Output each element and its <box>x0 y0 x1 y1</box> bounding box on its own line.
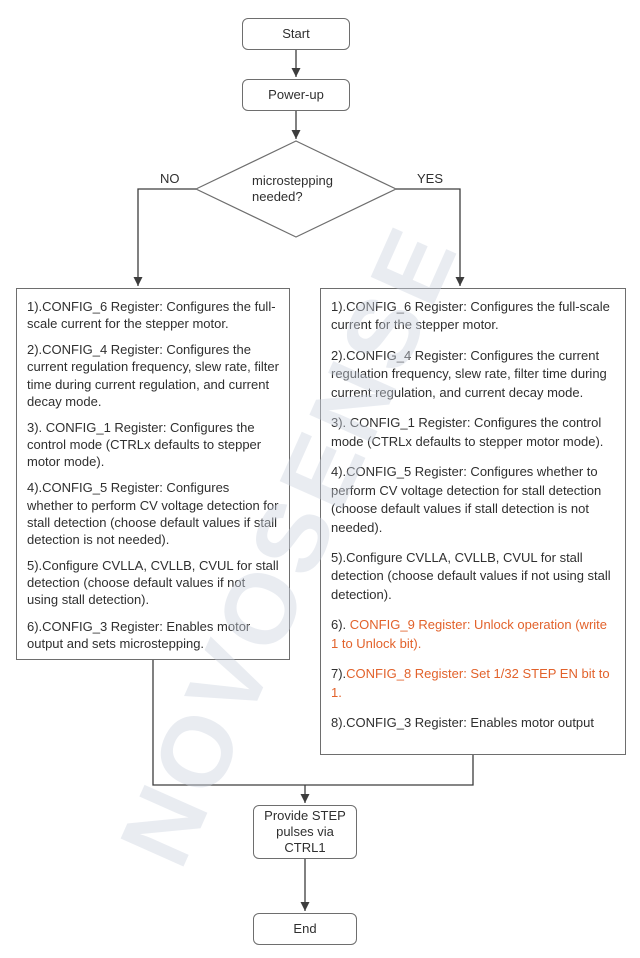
decision-label: microstepping needed? <box>252 173 333 204</box>
start-node: Start <box>242 18 350 50</box>
left-step-item: 3). CONFIG_1 Register: Configures the co… <box>27 419 262 470</box>
left-step-item: 2).CONFIG_4 Register: Configures the cur… <box>27 342 279 409</box>
right-step-item: 5).Configure CVLLA, CVLLB, CVUL for stal… <box>331 549 611 602</box>
left-step-item: 5).Configure CVLLA, CVLLB, CVUL for stal… <box>27 558 279 608</box>
left-step-item: 1).CONFIG_6 Register: Configures the ful… <box>27 299 276 332</box>
left-steps-box: 1).CONFIG_6 Register: Configures the ful… <box>16 288 290 660</box>
right-step-item: 1).CONFIG_6 Register: Configures the ful… <box>331 299 610 333</box>
end-label: End <box>293 920 317 936</box>
end-node: End <box>253 913 357 945</box>
powerup-label: Power-up <box>268 86 324 102</box>
start-label: Start <box>282 25 310 41</box>
left-step-item: 6).CONFIG_3 Register: Enables motor outp… <box>27 618 251 651</box>
right-steps-box: 1).CONFIG_6 Register: Configures the ful… <box>320 288 626 755</box>
right-step-item: 3). CONFIG_1 Register: Configures the co… <box>331 415 604 449</box>
yes-branch-label: YES <box>417 171 444 186</box>
right-step-item-highlight: 7).CONFIG_8 Register: Set 1/32 STEP EN b… <box>331 666 610 700</box>
right-step-item-highlight: 6). CONFIG_9 Register: Unlock operation … <box>331 617 607 651</box>
provide-step-label: Provide STEP pulses via CTRL1 <box>264 807 346 856</box>
right-step-item: 4).CONFIG_5 Register: Configures whether… <box>331 464 602 535</box>
no-branch-label: NO <box>160 171 180 186</box>
right-step-item: 8).CONFIG_3 Register: Enables motor outp… <box>331 715 595 731</box>
left-step-item: 4).CONFIG_5 Register: Configures whether… <box>27 480 279 547</box>
right-step-item: 2).CONFIG_4 Register: Configures the cur… <box>331 347 607 400</box>
provide-step-node: Provide STEP pulses via CTRL1 <box>253 805 357 859</box>
powerup-node: Power-up <box>242 79 350 111</box>
